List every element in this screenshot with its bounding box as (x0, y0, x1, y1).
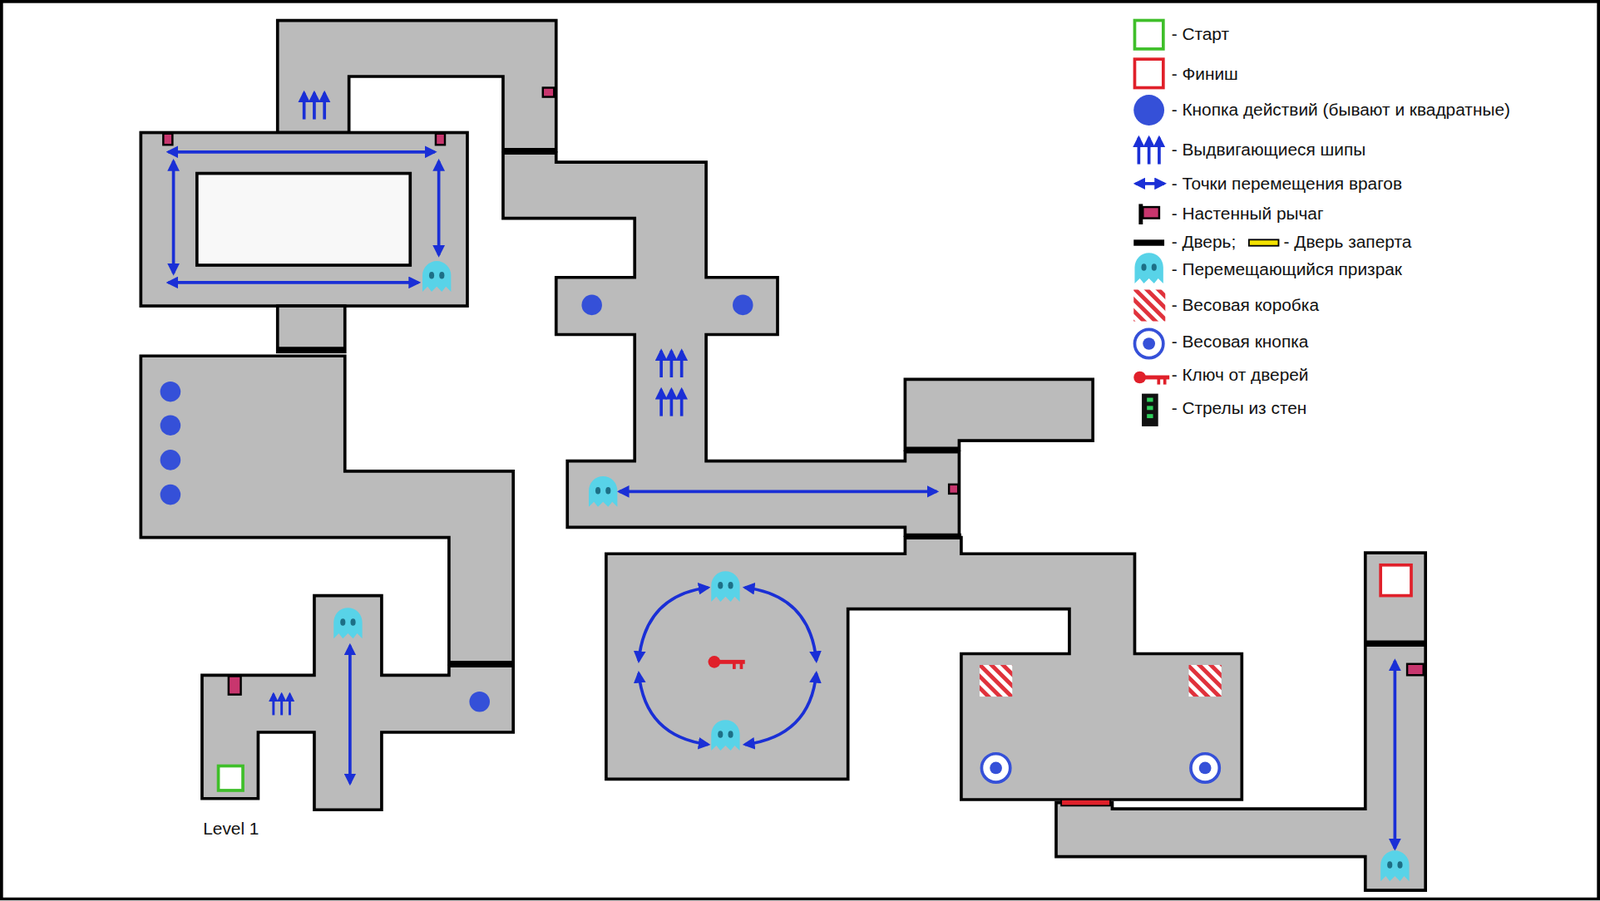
legend-text: - Перемещающийся призрак (1171, 261, 1403, 279)
legend-text: - Старт (1171, 24, 1230, 43)
legend-text: - Точки перемещения врагов (1171, 174, 1403, 193)
legend-text: - Выдвигающиеся шипы (1171, 140, 1367, 159)
legend-text: - Дверь заперта (1283, 232, 1413, 251)
legend-text: - Ключ от дверей (1171, 365, 1309, 384)
legend-text: - Настенный рычаг (1171, 204, 1324, 223)
level-label: Level 1 (202, 819, 259, 838)
legend-text: - Финиш (1171, 64, 1239, 83)
legend-text: - Стрелы из стен (1171, 399, 1308, 417)
legend-text: - Весовая коробка (1171, 296, 1319, 314)
legend-text: - Дверь; (1171, 232, 1237, 251)
legend-text: - Кнопка действий (бывают и квадратные) (1171, 100, 1511, 119)
legend-text: - Весовая кнопка (1171, 333, 1309, 351)
